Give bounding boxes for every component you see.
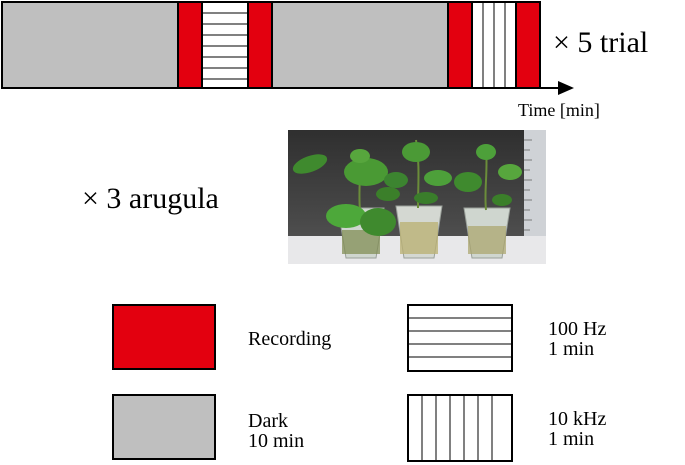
legend-label-10khz-line2: 1 min (548, 428, 595, 450)
subject-count-label: × 3 arugula (82, 182, 219, 215)
legend-swatch-10khz (407, 394, 513, 462)
time-axis-arrow (2, 81, 574, 95)
timeline-segment-recording-3 (447, 1, 473, 89)
timeline-segment-dark-2 (271, 1, 449, 89)
timeline-segment-dark-1 (1, 1, 179, 89)
arugula-plants-photo (288, 130, 546, 264)
legend-label-recording: Recording (248, 328, 332, 350)
legend-label-dark: Dark 10 min (248, 411, 304, 451)
trial-repeat-label: × 5 trial (553, 26, 649, 59)
legend-label-10khz: 10 kHz 1 min (548, 409, 606, 449)
legend-swatch-100hz (407, 304, 513, 372)
legend-label-10khz-line1: 10 kHz (548, 408, 607, 430)
legend-label-100hz: 100 Hz 1 min (548, 319, 606, 359)
legend-label-100hz-line1: 100 Hz (548, 318, 607, 340)
timeline-segment-100hz (201, 1, 249, 89)
protocol-timeline (1, 1, 574, 95)
time-axis-label: Time [min] (518, 100, 600, 120)
timeline-segment-recording-4 (515, 1, 541, 89)
legend-label-100hz-line2: 1 min (548, 338, 595, 360)
timeline-segment-recording-2 (247, 1, 273, 89)
legend-label-dark-line2: 10 min (248, 430, 305, 452)
timeline-segment-recording-1 (177, 1, 203, 89)
legend-label-dark-line1: Dark (248, 410, 288, 432)
timeline-segment-10khz (471, 1, 517, 89)
legend-swatch-dark (112, 394, 216, 460)
legend-swatch-recording (112, 304, 216, 370)
